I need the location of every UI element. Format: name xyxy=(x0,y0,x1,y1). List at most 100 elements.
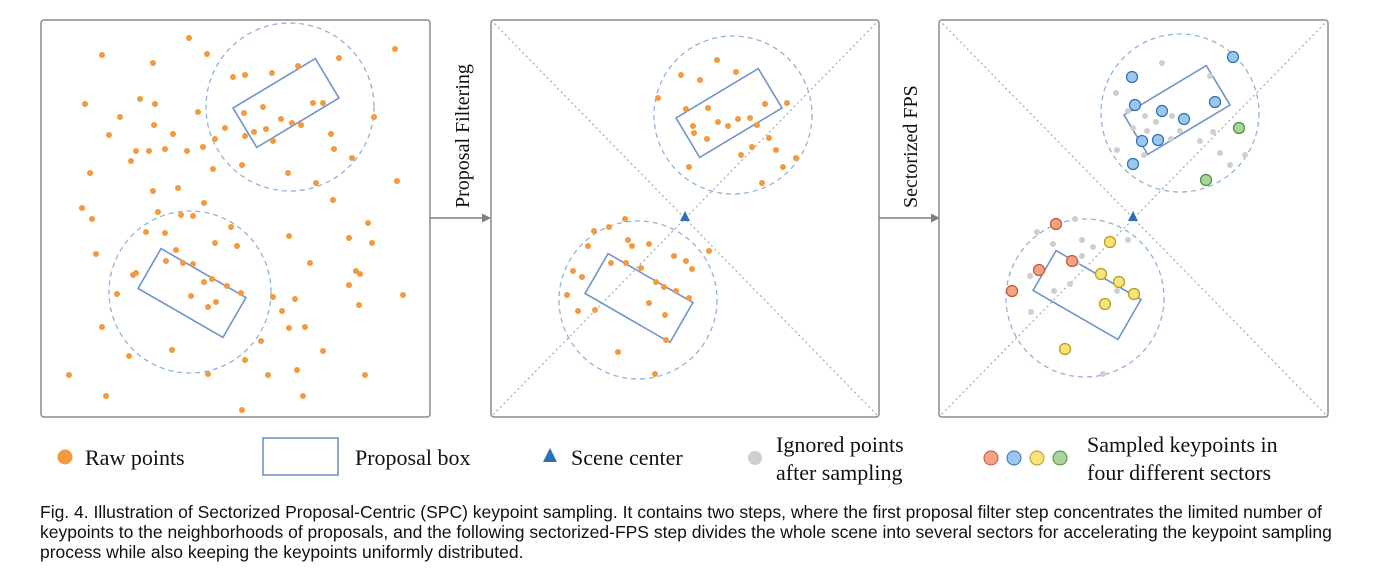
raw-point xyxy=(400,292,406,298)
sampled-keypoint-blue xyxy=(1151,133,1165,147)
filtered-point xyxy=(704,136,710,142)
raw-point xyxy=(200,144,206,150)
raw-point xyxy=(286,233,292,239)
legend-sector-green-marker xyxy=(1052,450,1068,466)
raw-point xyxy=(128,158,134,164)
sampled-keypoint-blue xyxy=(1226,50,1240,64)
raw-point xyxy=(180,260,186,266)
ignored-point xyxy=(1142,113,1148,119)
ignored-point xyxy=(1197,138,1203,144)
raw-point xyxy=(201,200,207,206)
filtered-point xyxy=(591,228,597,234)
sampled-keypoint-yellow xyxy=(1058,342,1072,356)
proposal-box xyxy=(136,247,248,339)
sampled-keypoint-red xyxy=(1049,217,1063,231)
filtered-point xyxy=(697,77,703,83)
filtered-point xyxy=(738,152,744,158)
legend-scene-center-marker xyxy=(543,448,557,462)
proposal-neighborhood xyxy=(205,22,375,192)
raw-point xyxy=(289,120,295,126)
sampled-keypoint-yellow xyxy=(1112,275,1126,289)
ignored-point xyxy=(1028,309,1034,315)
sampled-keypoint-yellow xyxy=(1103,235,1117,249)
raw-point xyxy=(336,55,342,61)
filtered-point xyxy=(759,180,765,186)
raw-point xyxy=(114,291,120,297)
raw-point xyxy=(178,212,184,218)
raw-point xyxy=(270,294,276,300)
raw-point xyxy=(239,407,245,413)
proposal-neighborhood xyxy=(1005,218,1165,378)
legend: Raw points Proposal box Scene center Ign… xyxy=(57,432,1278,485)
raw-point xyxy=(320,100,326,106)
filtered-point xyxy=(762,101,768,107)
raw-point xyxy=(294,367,300,373)
raw-point xyxy=(357,271,363,277)
sampled-keypoint-blue xyxy=(1128,98,1142,112)
raw-point xyxy=(151,122,157,128)
filtered-point xyxy=(689,266,695,272)
raw-point xyxy=(209,276,215,282)
raw-point xyxy=(265,372,271,378)
raw-point xyxy=(89,216,95,222)
raw-point xyxy=(269,70,275,76)
raw-point xyxy=(210,166,216,172)
raw-point xyxy=(224,283,230,289)
legend-scene-center: Scene center xyxy=(571,445,683,470)
raw-point xyxy=(82,101,88,107)
raw-point xyxy=(99,52,105,58)
raw-point xyxy=(155,209,161,215)
scene-center-marker xyxy=(680,211,690,221)
raw-point xyxy=(270,138,276,144)
sampled-keypoint-yellow xyxy=(1098,297,1112,311)
raw-point xyxy=(234,243,240,249)
raw-point xyxy=(285,170,291,176)
raw-point xyxy=(331,146,337,152)
ignored-point xyxy=(1227,162,1233,168)
sampled-keypoints xyxy=(1005,50,1246,356)
filtered-point xyxy=(629,243,635,249)
raw-point xyxy=(190,261,196,267)
filtered-point xyxy=(579,274,585,280)
ignored-point xyxy=(1242,152,1248,158)
ignored-point xyxy=(1100,371,1106,377)
ignored-point xyxy=(1051,288,1057,294)
ignored-point xyxy=(1067,281,1073,287)
raw-point xyxy=(87,170,93,176)
filtered-point xyxy=(705,105,711,111)
filtered-point xyxy=(686,295,692,301)
ignored-point xyxy=(1168,136,1174,142)
legend-sector-yellow-marker xyxy=(1029,450,1045,466)
filtered-point xyxy=(646,300,652,306)
raw-point xyxy=(239,162,245,168)
sampled-keypoint-blue xyxy=(1155,104,1169,118)
legend-ignored-line2: after sampling xyxy=(776,460,902,485)
filtered-point xyxy=(780,164,786,170)
filtered-point xyxy=(683,258,689,264)
panel-frame xyxy=(40,19,431,418)
raw-point xyxy=(117,114,123,120)
raw-point xyxy=(263,126,269,132)
filtered-point xyxy=(733,69,739,75)
raw-point xyxy=(346,282,352,288)
ignored-point xyxy=(1079,237,1085,243)
raw-point xyxy=(279,308,285,314)
ignored-point xyxy=(1034,229,1040,235)
raw-point xyxy=(228,224,234,230)
ignored-point xyxy=(1027,273,1033,279)
ignored-point xyxy=(1177,128,1183,134)
raw-point xyxy=(106,132,112,138)
raw-point xyxy=(238,290,244,296)
sampled-keypoint-blue xyxy=(1177,112,1191,126)
raw-point xyxy=(175,185,181,191)
raw-point xyxy=(307,260,313,266)
ignored-point xyxy=(1079,253,1085,259)
raw-point xyxy=(162,230,168,236)
legend-sampled-line1: Sampled keypoints in xyxy=(1087,432,1278,457)
raw-point xyxy=(213,299,219,305)
legend-ignored-line1: Ignored points xyxy=(776,432,904,457)
raw-point xyxy=(205,304,211,310)
raw-point xyxy=(212,136,218,142)
filtered-point xyxy=(766,135,772,141)
ignored-point xyxy=(1130,125,1136,131)
